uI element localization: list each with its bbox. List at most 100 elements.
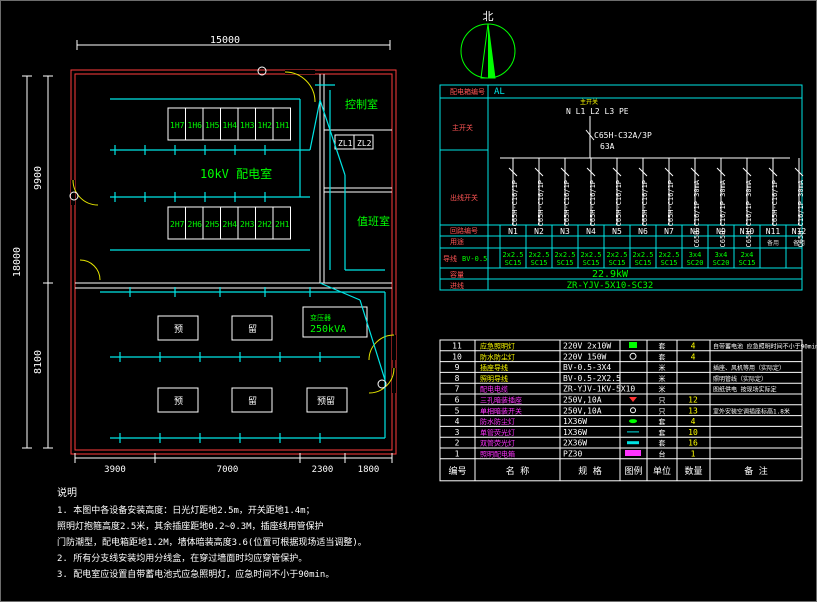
note-line-3: 门防潮型，配电箱距地1.2M，墙体暗装高度3.6(位置可根据现场适当调整)。 [57,536,367,548]
legend-unit: 米 [659,363,666,372]
dim-bottom: 7000 [217,465,239,475]
legend-note: 图纸供电 按现场实际定 [713,386,777,394]
room-duty: 值班室 [357,214,390,228]
main-breaker: C65H-C32A/3P [594,131,652,140]
legend-no: 10 [452,352,462,361]
branch-breaker: C65H-C16/1P 30mA [797,179,805,247]
legend-no: 7 [455,385,460,394]
panel-2-label: 2H5 [205,220,220,229]
legend-header: 图例 [624,465,642,477]
panel-2-label: 2H2 [258,220,273,229]
legend-unit: 套 [659,342,666,351]
legend-qty: 10 [688,428,698,437]
branch-switch [638,167,648,177]
branch-switch [612,167,622,177]
legend-no: 8 [455,374,460,383]
dim-lower-height: 8100 [33,350,44,374]
room-control: 控制室 [345,97,378,111]
electrical-floor-plan: 15000 18000 9900 8100 控制室 值班室 10kV 配电 [12,35,397,475]
branch-switch [560,167,570,177]
circuit-id: N1 [508,227,518,236]
legend-qty: 4 [691,417,696,426]
legend-unit: 套 [659,428,666,437]
legend-unit: 米 [659,385,666,394]
legend-unit: 套 [659,352,666,361]
legend-name: 三孔暗装插座 [480,396,522,405]
legend-unit: 套 [659,439,666,448]
legend-name: 照明导线 [480,374,508,383]
circuit-usage: 备用 [767,239,779,247]
legend-qty: 16 [688,439,698,448]
circuit-id: N3 [560,227,570,236]
panel-2-cell [272,206,291,240]
legend-spec: 250V,10A [563,406,602,415]
note-line-5: 3. 配电室应设置自带蓄电池式应急照明灯，应急时间不小于90min。 [57,568,334,580]
legend-header: 编号 [448,465,466,477]
legend-spec: BV-0.5-3X4 [563,363,611,372]
branch-breaker: C65H-C16/1P 30mA [745,179,753,247]
legend-symbol-icon [629,342,637,348]
dim-total-height: 18000 [12,247,23,277]
north-arrow: 北 [460,10,516,79]
panel-2-label: 2H6 [188,220,203,229]
note-line-2: 照明灯抱箍高度2.5米，其余插座距地0.2~0.3M，插座线用管保护 [57,520,324,532]
legend-name: 单相暗装开关 [480,406,522,415]
branch-switch [794,167,804,177]
dim-total-width: 15000 [210,35,240,46]
bus-label: 主开关 [580,98,598,106]
legend-symbol-icon [629,352,637,360]
branch-switch [690,167,700,177]
total-power: 22.9kW [592,269,629,280]
circuit-id: N9 [716,227,726,236]
branch-breaker: C65H-C16/1P [563,180,571,226]
transformer-rating: 250kVA [310,324,346,335]
legend-spec: ZR-YJV-1KV-5X10 [563,385,635,394]
legend-unit: 套 [659,417,666,426]
legend-note: 照明管线（实际定） [713,375,767,383]
circuit-id: N10 [740,227,755,236]
legend-name: 配电电缆 [480,385,508,394]
circuit-id: N2 [534,227,544,236]
cable-conduit: SC15 [739,259,756,267]
legend-name: 照明配电箱 [480,450,515,459]
panel-1-label: 1H6 [188,121,203,130]
incoming-cable: ZR-YJV-5X10-SC32 [567,281,654,291]
dim-bottom: 2300 [312,465,334,475]
cable-type: BV-0.5 [462,255,487,263]
legend-header: 单位 [653,465,671,477]
legend-name: 单管荧光灯 [480,428,515,437]
legend-note: 室外安装空调插座标高1.8米 [713,407,790,415]
legend-unit: 台 [659,450,666,459]
legend-no: 11 [452,342,462,351]
panel-2-label: 2H4 [223,220,238,229]
cable-spec: 2x2.5 [606,251,627,259]
cable-conduit: SC20 [687,259,704,267]
cabinet-label-4: 留 [248,395,257,407]
branch-breaker: C65H-C16/1P [589,180,597,226]
cabinet-label-1: 预 [174,324,183,335]
notes-title: 说明 [57,486,77,499]
legend-no: 6 [455,396,460,405]
legend-note: 插座、风机等用（实际定） [713,364,785,372]
panel-1-label: 1H4 [223,121,238,130]
legend-no: 5 [455,406,460,415]
cabinet-label-2: 留 [248,323,257,335]
dim-upper-height: 9900 [33,166,44,190]
legend-symbol-icon [625,450,641,456]
circuit-id: N4 [586,227,596,236]
dim-bottom: 3900 [104,465,126,475]
branch-breaker: C65H-C16/1P [641,180,649,226]
cable-spec: 3x4 [689,251,702,259]
legend-name: 插座导线 [480,363,508,372]
legend-name: 双管荧光灯 [480,439,515,448]
transformer-caption: 变压器 [310,313,331,322]
branch-breaker: C65H-C16/1P [615,180,623,226]
legend-qty: 4 [691,352,696,361]
legend-no: 3 [455,428,460,437]
cable-spec: 2x2.5 [658,251,679,259]
legend-symbol-icon [629,397,637,402]
circuit-id: N8 [690,227,700,236]
legend-spec: 1X36W [563,417,587,426]
